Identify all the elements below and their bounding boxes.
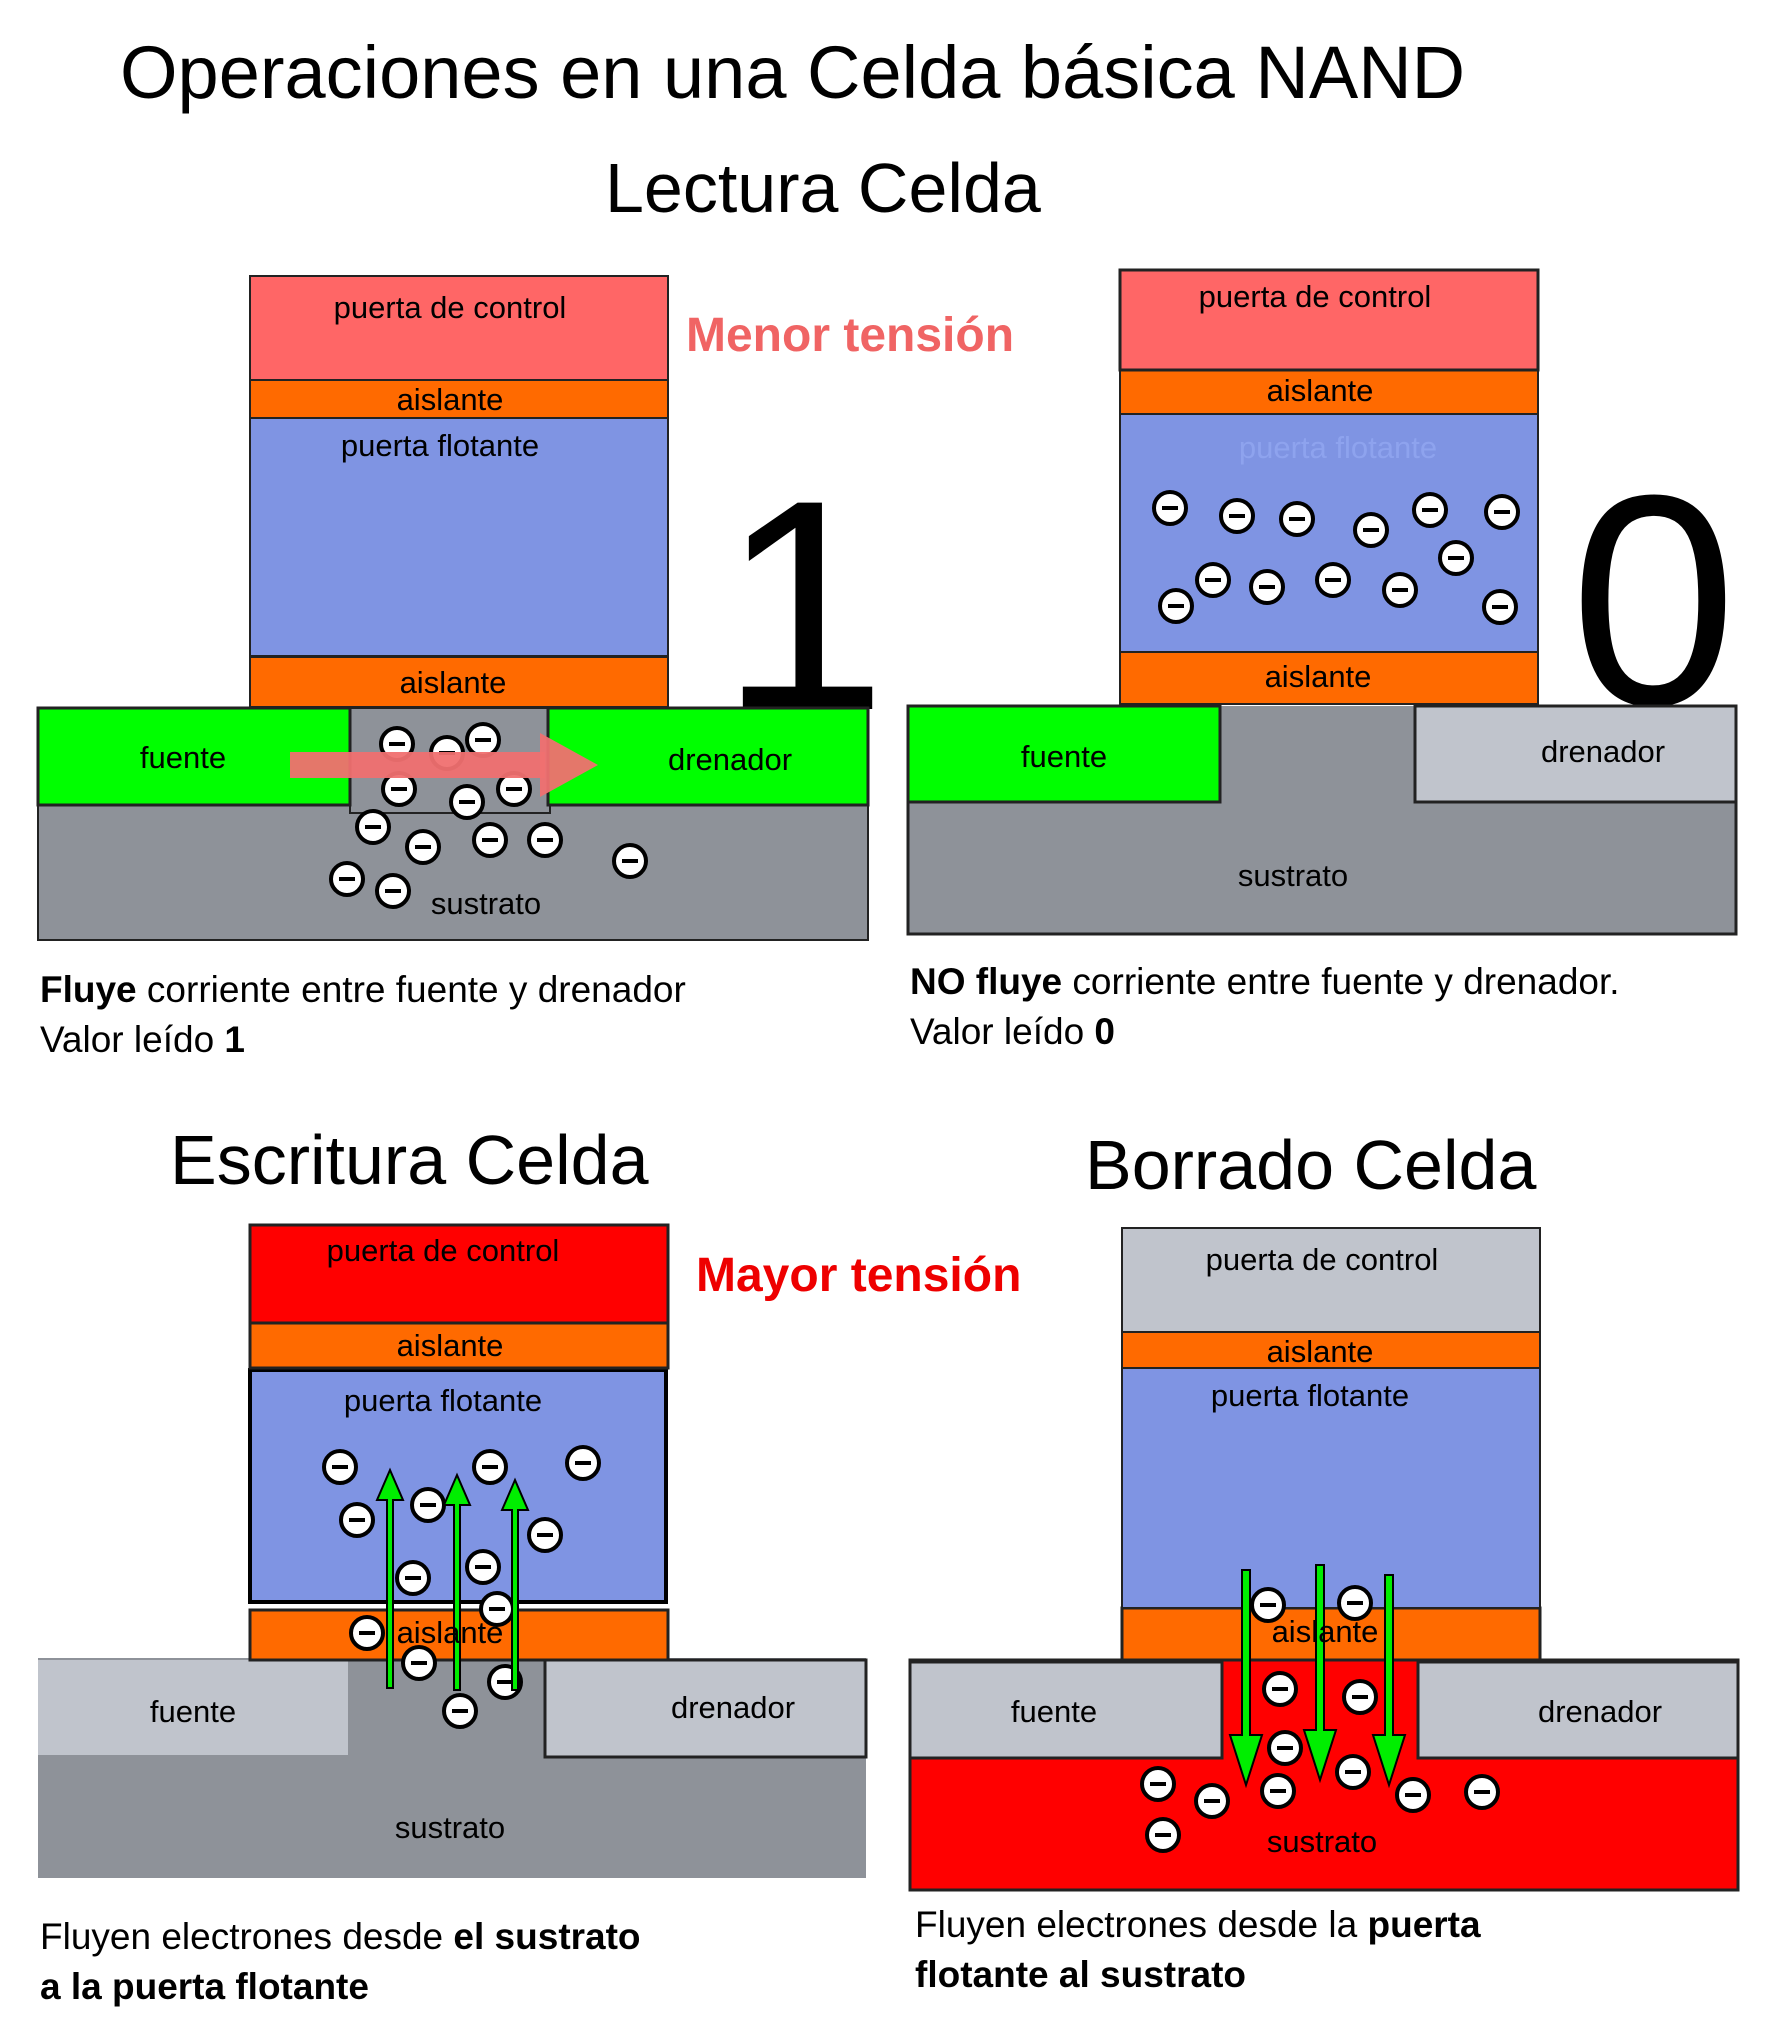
label-insulator-upper: aislante bbox=[397, 382, 504, 417]
label-control-gate: puerta de control bbox=[1206, 1242, 1439, 1277]
caption-read-one-value-prefix: Valor leído bbox=[40, 1019, 225, 1060]
substrate-block bbox=[37, 804, 869, 941]
floating-gate-block bbox=[249, 417, 669, 657]
cell-erase: puerta de control aislante puerta flotan… bbox=[908, 1227, 1740, 1892]
control-gate-block bbox=[249, 275, 669, 381]
current-arrow-head bbox=[540, 733, 598, 797]
caption-read-one-value: 1 bbox=[224, 1019, 245, 1060]
menor-tension-label: Menor tensión bbox=[686, 309, 1015, 362]
channel-block bbox=[1220, 706, 1416, 806]
caption-read-zero-rest: corriente entre fuente y drenador. bbox=[1062, 961, 1620, 1002]
drain-block bbox=[546, 706, 870, 807]
insulator-lower bbox=[1119, 651, 1539, 705]
caption-erase-plain: Fluyen electrones desde la bbox=[915, 1904, 1368, 1945]
mayor-tension-label: Mayor tensión bbox=[696, 1249, 1022, 1302]
writing-title: Escritura Celda bbox=[170, 1121, 649, 1199]
label-substrate: sustrato bbox=[1238, 858, 1348, 893]
label-insulator-lower: aislante bbox=[397, 1615, 504, 1650]
reading-title: Lectura Celda bbox=[605, 149, 1041, 227]
caption-erase-bold-1: puerta bbox=[1367, 1904, 1481, 1945]
label-drain: drenador bbox=[668, 742, 792, 777]
caption-read-zero-value: 0 bbox=[1094, 1011, 1115, 1052]
caption-read-zero-bold: NO fluye bbox=[910, 961, 1063, 1002]
drain-block bbox=[1413, 704, 1738, 804]
label-drain: drenador bbox=[1541, 734, 1665, 769]
label-drain: drenador bbox=[671, 1690, 795, 1725]
label-floating-gate: puerta flotante bbox=[1239, 430, 1437, 465]
current-arrow-shaft bbox=[290, 752, 545, 778]
label-substrate: sustrato bbox=[1267, 1824, 1377, 1859]
digit-one: 1 bbox=[720, 437, 887, 773]
label-source: fuente bbox=[140, 740, 226, 775]
source-block bbox=[906, 704, 1222, 804]
insulator-upper bbox=[248, 1321, 670, 1370]
label-substrate: sustrato bbox=[431, 886, 541, 921]
label-insulator-lower: aislante bbox=[1265, 659, 1372, 694]
caption-erase: Fluyen electrones desde la puerta flotan… bbox=[915, 1900, 1481, 2000]
label-source: fuente bbox=[1021, 739, 1107, 774]
label-source: fuente bbox=[1011, 1694, 1097, 1729]
label-insulator-upper: aislante bbox=[1267, 1334, 1374, 1369]
label-control-gate: puerta de control bbox=[1199, 279, 1432, 314]
control-gate-block bbox=[248, 1223, 670, 1325]
caption-read-zero: NO fluye corriente entre fuente y drenad… bbox=[910, 957, 1620, 1057]
label-insulator-lower: aislante bbox=[1272, 1614, 1379, 1649]
caption-read-one-bold: Fluye bbox=[40, 969, 137, 1010]
cell-read-zero: puerta de control aislante puerta flotan… bbox=[906, 268, 1738, 936]
insulator-upper bbox=[1121, 1331, 1541, 1369]
cell-read-one: puerta de control aislante puerta flotan… bbox=[36, 275, 870, 941]
digit-zero: 0 bbox=[1570, 432, 1737, 768]
source-block bbox=[908, 1660, 1224, 1760]
label-floating-gate: puerta flotante bbox=[341, 428, 539, 463]
insulator-lower bbox=[1120, 1606, 1542, 1662]
source-block bbox=[38, 1660, 348, 1755]
drain-block bbox=[543, 1658, 868, 1759]
page-title: Operaciones en una Celda básica NAND bbox=[120, 31, 1466, 114]
caption-read-one: Fluye corriente entre fuente y drenador … bbox=[40, 965, 686, 1065]
label-source: fuente bbox=[150, 1694, 236, 1729]
erasing-title: Borrado Celda bbox=[1085, 1126, 1537, 1204]
label-insulator-lower: aislante bbox=[400, 665, 507, 700]
control-gate-block bbox=[1118, 268, 1540, 372]
caption-write-bold-2: a la puerta flotante bbox=[40, 1966, 369, 2007]
caption-read-zero-value-prefix: Valor leído bbox=[910, 1011, 1095, 1052]
caption-read-one-rest: corriente entre fuente y drenador bbox=[136, 969, 686, 1010]
label-insulator-upper: aislante bbox=[397, 1328, 504, 1363]
label-floating-gate: puerta flotante bbox=[344, 1383, 542, 1418]
label-floating-gate: puerta flotante bbox=[1211, 1378, 1409, 1413]
insulator-upper bbox=[249, 379, 669, 419]
caption-write-bold-1: el sustrato bbox=[453, 1916, 641, 1957]
label-substrate: sustrato bbox=[395, 1810, 505, 1845]
label-control-gate: puerta de control bbox=[327, 1233, 560, 1268]
caption-erase-bold-2: flotante al sustrato bbox=[915, 1954, 1246, 1995]
caption-write-plain: Fluyen electrones desde bbox=[40, 1916, 454, 1957]
label-drain: drenador bbox=[1538, 1694, 1662, 1729]
label-control-gate: puerta de control bbox=[334, 290, 567, 325]
insulator-upper bbox=[1119, 369, 1539, 415]
control-gate-block bbox=[1121, 1227, 1541, 1333]
caption-write: Fluyen electrones desde el sustrato a la… bbox=[40, 1912, 641, 2012]
drain-block bbox=[1416, 1660, 1740, 1760]
label-insulator-upper: aislante bbox=[1267, 373, 1374, 408]
cell-write: puerta de control aislante puerta flotan… bbox=[38, 1223, 868, 1878]
